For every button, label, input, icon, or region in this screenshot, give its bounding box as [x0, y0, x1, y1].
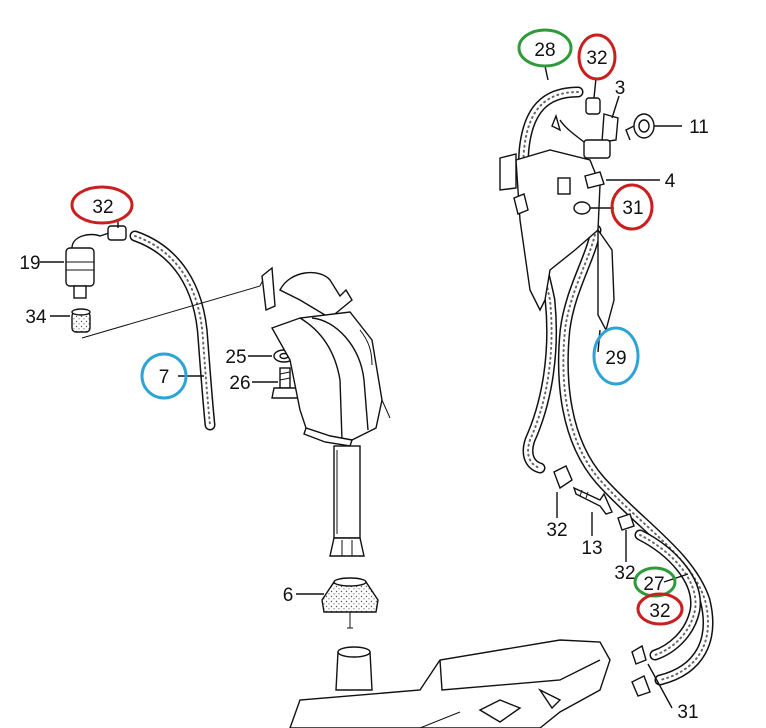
breather-assembly [499, 97, 655, 332]
callout-32-lower: 32 [649, 601, 670, 622]
screw-26 [271, 367, 299, 399]
callout-ring-31-top [610, 183, 654, 231]
callout-25: 25 [225, 347, 246, 368]
clamp-32-lower-left [553, 465, 573, 490]
callout-4: 4 [665, 171, 676, 192]
hose-27 [634, 529, 702, 661]
clamp-31-bottom [631, 675, 651, 697]
callout-ring-32-top [577, 33, 617, 81]
callout-19: 19 [19, 253, 40, 274]
callout-32-top: 32 [586, 48, 607, 69]
callout-31-bottom: 31 [677, 702, 698, 723]
fuel-tank [289, 639, 611, 728]
callout-ring-28 [517, 28, 573, 68]
callout-6: 6 [283, 585, 294, 606]
hose-29 [557, 224, 714, 686]
callout-32-lower-left: 32 [546, 520, 567, 541]
callout-ring-29 [592, 326, 640, 386]
check-valve-19 [65, 225, 127, 299]
hose-28 [517, 86, 584, 474]
callout-26: 26 [229, 373, 250, 394]
callout-ring-7 [140, 352, 188, 400]
callout-ring-32-lower [636, 592, 684, 626]
clip-34 [71, 308, 91, 333]
callout-13: 13 [581, 538, 602, 559]
callout-ring-32-left [70, 185, 134, 225]
rubber-boot-6 [321, 577, 379, 629]
callout-28: 28 [534, 40, 555, 61]
filler-neck [261, 266, 391, 557]
leader-lines [40, 65, 689, 709]
clamp-32-lower-mid [617, 513, 635, 531]
callout-3: 3 [615, 78, 626, 99]
callout-32-left: 32 [92, 197, 113, 218]
callout-7: 7 [159, 367, 170, 388]
callout-32-lower-mid: 32 [614, 563, 635, 584]
clamp-32-lower-right [631, 644, 647, 665]
callout-ring-27 [633, 566, 677, 598]
callout-11: 11 [689, 117, 709, 138]
callout-27: 27 [643, 574, 664, 595]
callout-31-top: 31 [622, 198, 643, 219]
bolt-13 [572, 486, 613, 515]
hose-7 [129, 230, 216, 431]
callout-29: 29 [605, 348, 626, 369]
callout-34: 34 [25, 307, 47, 328]
